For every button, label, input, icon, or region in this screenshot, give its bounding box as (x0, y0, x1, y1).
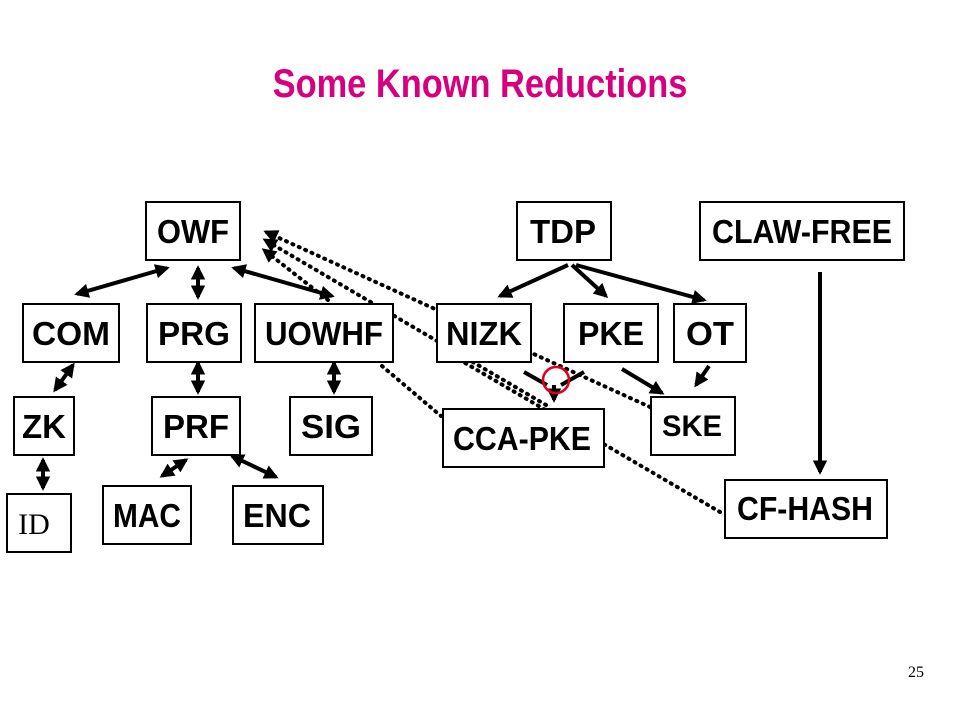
node-enc: ENC (232, 485, 324, 545)
node-enc-label: ENC (243, 497, 311, 534)
node-cca-pke-label: CCA-PKE (453, 420, 591, 457)
node-ske: SKE (650, 396, 736, 456)
node-owf: OWF (145, 201, 241, 261)
node-mac-label: MAC (113, 497, 181, 534)
node-pke-label: PKE (578, 315, 644, 352)
dotted-uowhf-cca (380, 364, 443, 418)
dotted-edges (261, 230, 722, 514)
node-ot-label: OT (686, 315, 734, 352)
edge-pke-ske (620, 367, 665, 395)
node-com-label: COM (32, 315, 110, 352)
combine-marker-circle (541, 365, 571, 395)
node-cca-pke: CCA-PKE (442, 408, 605, 468)
node-mac: MAC (102, 485, 192, 545)
edge-tdp-pke (570, 263, 609, 298)
node-ot: OT (673, 303, 747, 363)
node-prg: PRG (146, 303, 242, 363)
node-id-label: ID (18, 508, 50, 541)
node-id: ID (6, 493, 72, 553)
edge-prf-mac (159, 458, 189, 478)
dotted-uowhf-owf (261, 248, 330, 302)
node-claw-free: CLAW-FREE (699, 201, 905, 261)
node-uowhf: UOWHF (254, 303, 394, 363)
page-number: 25 (908, 664, 924, 681)
node-cf-hash-label: CF-HASH (737, 490, 873, 527)
dotted-cfhash-owf (458, 358, 722, 514)
node-pke: PKE (563, 303, 659, 363)
edge-ot-ske (694, 364, 711, 388)
node-uowhf-label: UOWHF (265, 315, 383, 352)
slide-title: Some Known Reductions (272, 62, 688, 106)
solid-edges (35, 263, 828, 491)
node-nizk: NIZK (436, 303, 532, 363)
dotted-cca-owf (262, 238, 548, 407)
node-zk: ZK (13, 396, 75, 456)
node-prf: PRF (151, 396, 241, 456)
edge-tdp-ot (575, 263, 707, 304)
node-sig-label: SIG (301, 408, 361, 445)
node-nizk-label: NIZK (446, 315, 522, 352)
node-owf-label: OWF (157, 213, 229, 250)
node-prf-label: PRF (163, 408, 229, 445)
node-com: COM (22, 303, 120, 363)
node-tdp: TDP (516, 201, 612, 261)
node-zk-label: ZK (22, 408, 66, 445)
node-cf-hash: CF-HASH (724, 479, 888, 539)
edge-prf-enc (229, 454, 279, 479)
node-sig: SIG (289, 396, 373, 456)
edge-owf-com (74, 264, 170, 298)
node-tdp-label: TDP (530, 213, 596, 250)
edge-com-zk (53, 362, 75, 393)
node-claw-free-label: CLAW-FREE (712, 213, 892, 250)
node-prg-label: PRG (158, 315, 230, 352)
node-ske-label: SKE (662, 410, 722, 443)
edge-tdp-nizk (497, 263, 569, 298)
